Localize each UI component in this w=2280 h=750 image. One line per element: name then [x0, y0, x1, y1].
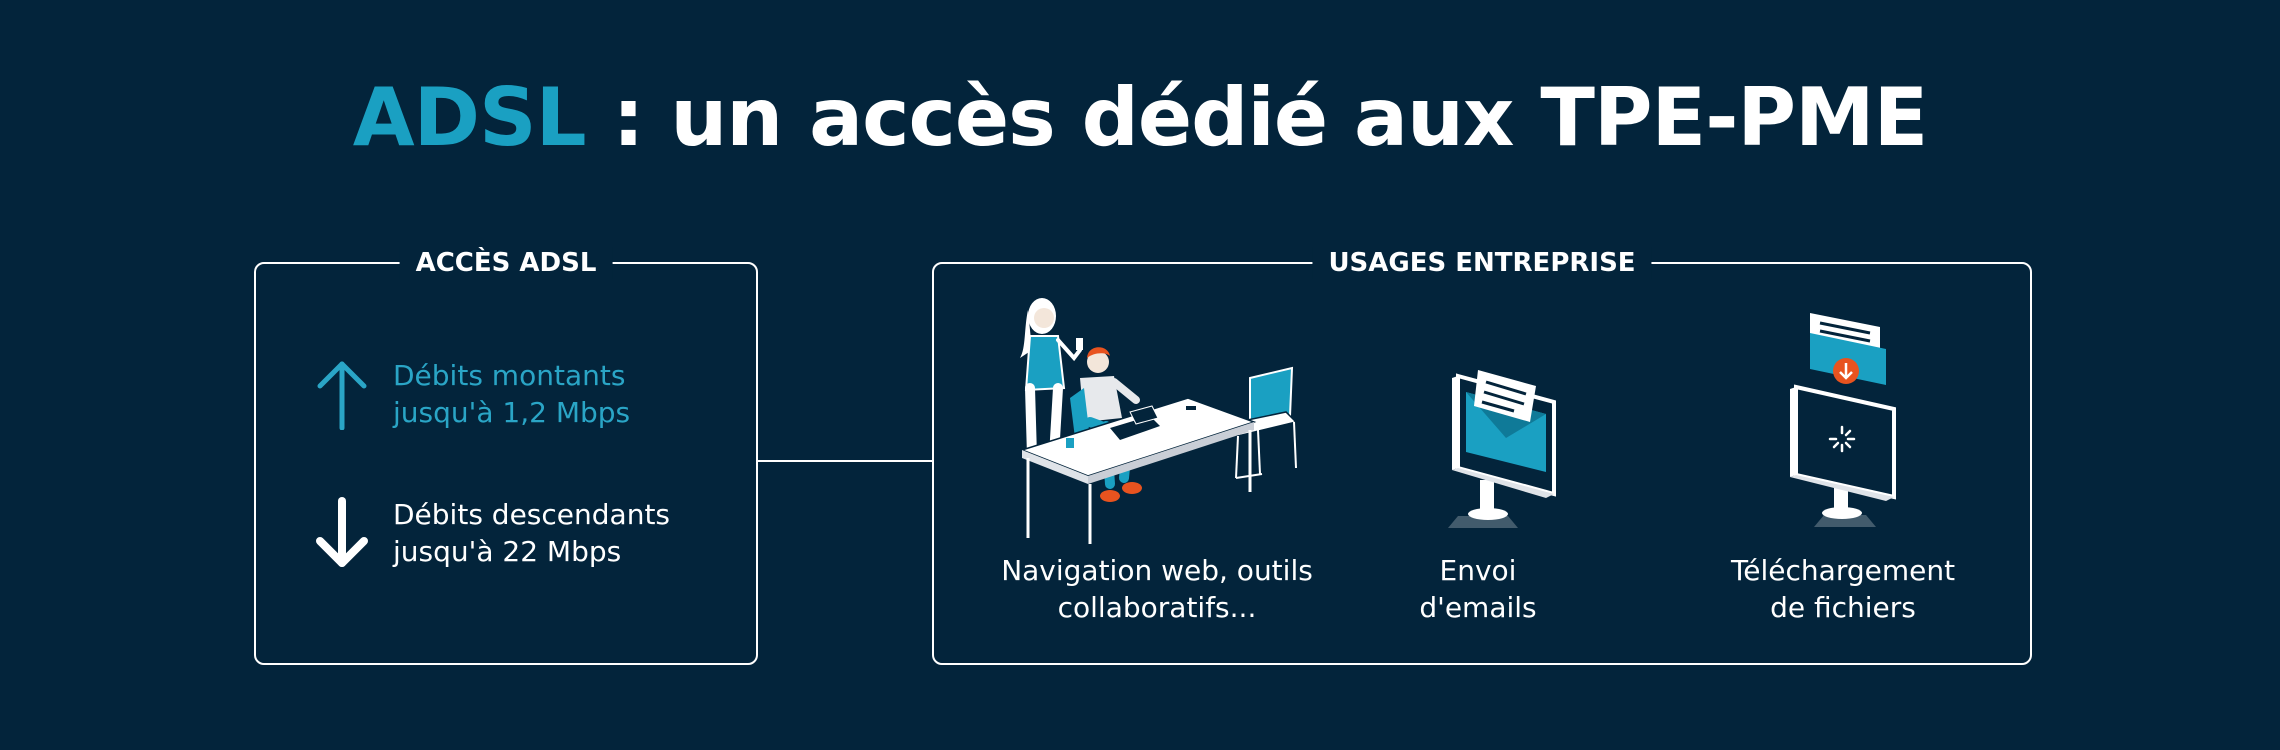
upload-rate-line2: jusqu'à 1,2 Mbps: [393, 396, 631, 429]
connector-line: [758, 460, 932, 462]
arrow-down-icon: [316, 497, 368, 567]
email-monitor-icon: [1448, 370, 1556, 528]
title-rest: : un accès dédié aux TPE-PME: [585, 71, 1928, 164]
usage-panel-title: USAGES ENTREPRISE: [1312, 247, 1652, 279]
folder-icon: [1810, 313, 1886, 385]
desk-icon: [1019, 397, 1257, 544]
download-monitor-icon: [1790, 313, 1896, 527]
usage-label-navigation-line1: Navigation web, outils: [1001, 554, 1313, 587]
download-rate-line1: Débits descendants: [393, 498, 671, 531]
usage-label-download-line1: Téléchargement: [1730, 554, 1956, 587]
access-panel: ACCÈS ADSL: [254, 247, 758, 665]
usage-label-email: Envoi d'emails: [1419, 552, 1536, 626]
access-panel-title: ACCÈS ADSL: [399, 247, 613, 279]
arrow-up-icon: [317, 361, 367, 430]
usage-label-navigation: Navigation web, outils collaboratifs...: [1001, 552, 1313, 626]
upload-rate: Débits montants jusqu'à 1,2 Mbps: [393, 357, 630, 431]
usage-label-email-line2: d'emails: [1419, 591, 1537, 624]
loading-spinner-icon: [1828, 425, 1856, 453]
download-rate: Débits descendants jusqu'à 22 Mbps: [393, 496, 670, 570]
usage-label-email-line1: Envoi: [1439, 554, 1517, 587]
upload-rate-line1: Débits montants: [393, 359, 626, 392]
title-accent: ADSL: [352, 71, 587, 164]
usage-panel: USAGES ENTREPRISE: [932, 247, 2032, 665]
office-workers-illustration: [1019, 298, 1298, 544]
usage-label-download: Téléchargement de fichiers: [1731, 552, 1955, 626]
page-title: ADSL : un accès dédié aux TPE-PME: [0, 68, 2280, 168]
download-rate-line2: jusqu'à 22 Mbps: [393, 535, 622, 568]
usage-label-download-line2: de fichiers: [1770, 591, 1916, 624]
usage-label-navigation-line2: collaboratifs...: [1057, 591, 1257, 624]
